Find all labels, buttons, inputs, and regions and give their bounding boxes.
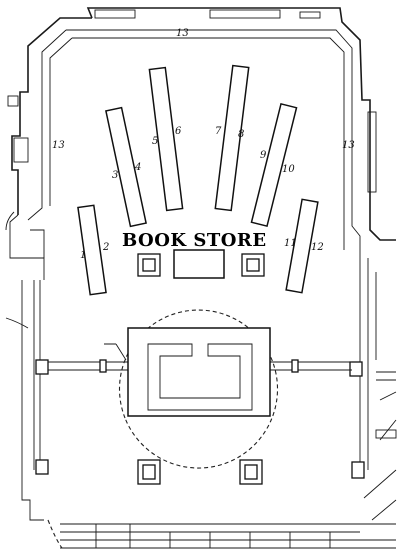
case-label: 4 xyxy=(134,162,141,173)
cashier-enclosure xyxy=(104,309,279,469)
case-label: 2 xyxy=(102,242,109,253)
case-label: 3 xyxy=(112,170,118,181)
case-label: 9 xyxy=(260,150,267,161)
column-piers xyxy=(137,253,265,485)
bottom-wall xyxy=(47,519,396,549)
book-case-7-8 xyxy=(214,64,250,212)
case-label: 7 xyxy=(215,126,222,137)
case-label: 13 xyxy=(342,140,355,151)
case-label: 13 xyxy=(52,140,65,151)
display-table xyxy=(173,249,225,279)
book-case-5-6 xyxy=(148,66,184,212)
book-case-3-4 xyxy=(105,106,147,228)
book-case-1-2 xyxy=(77,204,107,296)
left-wall xyxy=(5,95,49,521)
book-cases xyxy=(77,64,319,296)
right-wall xyxy=(349,111,397,525)
case-label: 11 xyxy=(284,238,297,249)
case-label: 1 xyxy=(80,250,86,261)
case-label: 8 xyxy=(238,129,244,140)
book-case-9-10 xyxy=(250,102,298,228)
case-labels: 1 2 3 4 5 6 7 8 9 10 11 12 13 13 13 xyxy=(52,28,355,261)
case-label: 12 xyxy=(311,242,324,253)
case-label: 6 xyxy=(175,126,182,137)
case-label: 10 xyxy=(282,164,295,175)
book-case-11-12 xyxy=(285,198,319,294)
case-label: 5 xyxy=(152,136,158,147)
outer-wall xyxy=(11,7,396,258)
plan-title: BOOK STORE xyxy=(122,230,267,251)
case-label: 13 xyxy=(176,28,189,39)
